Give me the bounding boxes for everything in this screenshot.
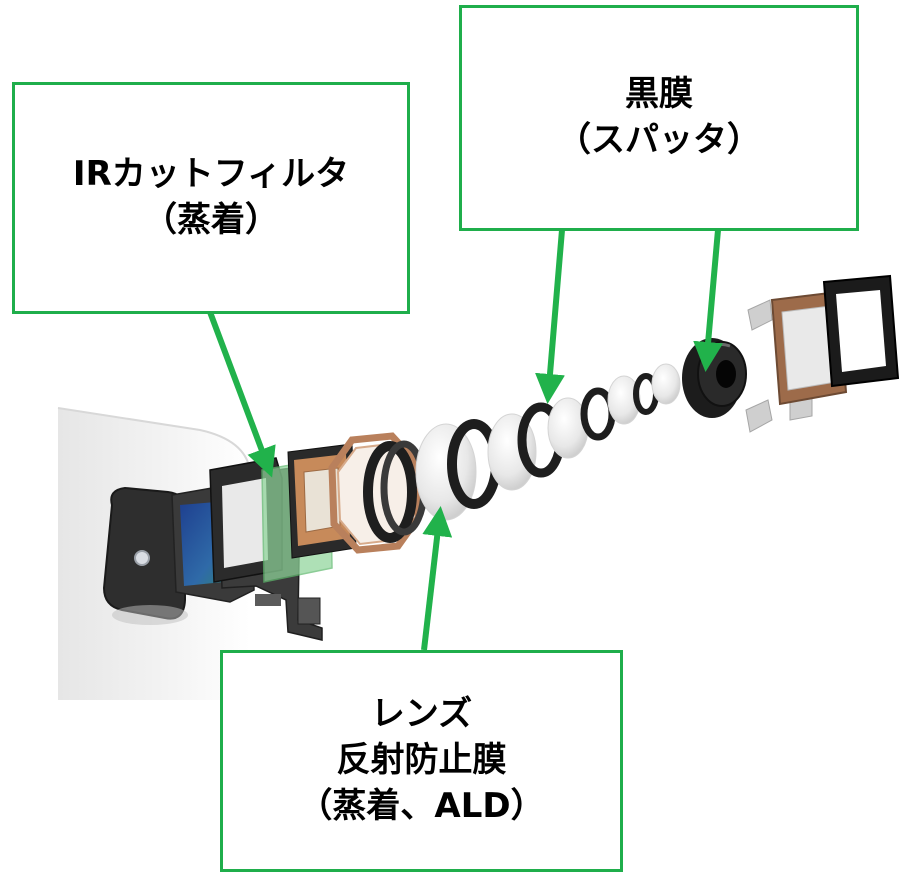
front-cap-aperture: [716, 360, 736, 388]
lens-element-4: [607, 375, 641, 425]
callout-lens-ar-title: 反射防止膜: [336, 740, 507, 781]
arrow-ir-filter: [207, 310, 276, 478]
camera-bump-lens: [134, 550, 150, 566]
holder-window: [222, 478, 268, 568]
callout-lens-title: レンズ: [370, 694, 473, 735]
callout-black-film-method: （スパッタ）: [557, 120, 761, 160]
callout-ir-cut-filter-title: IRカットフィルタ: [72, 154, 350, 195]
flex-chip: [255, 594, 281, 606]
callout-ir-cut-filter-method: （蒸着）: [143, 200, 279, 240]
barrel-ring-1: [363, 441, 417, 543]
callout-black-film: 黒膜 （スパッタ）: [459, 5, 859, 231]
arrow-lens-ar: [421, 506, 453, 651]
callout-ir-cut-filter: IRカットフィルタ （蒸着）: [12, 82, 410, 314]
arrow-black-film-ring: [535, 229, 565, 404]
lens-element-2: [487, 413, 537, 491]
callout-lens-ar-method: （蒸着、ALD）: [298, 785, 545, 826]
callout-black-film-title: 黒膜: [625, 74, 693, 115]
flex-connector: [297, 597, 321, 625]
square-cover-window: [836, 290, 886, 372]
camera-bump-shadow: [112, 605, 188, 625]
lens-element-5: [651, 363, 681, 405]
callout-lens-ar-coating: レンズ 反射防止膜 （蒸着、ALD）: [220, 650, 623, 872]
arrow-black-film-cap: [693, 229, 724, 372]
